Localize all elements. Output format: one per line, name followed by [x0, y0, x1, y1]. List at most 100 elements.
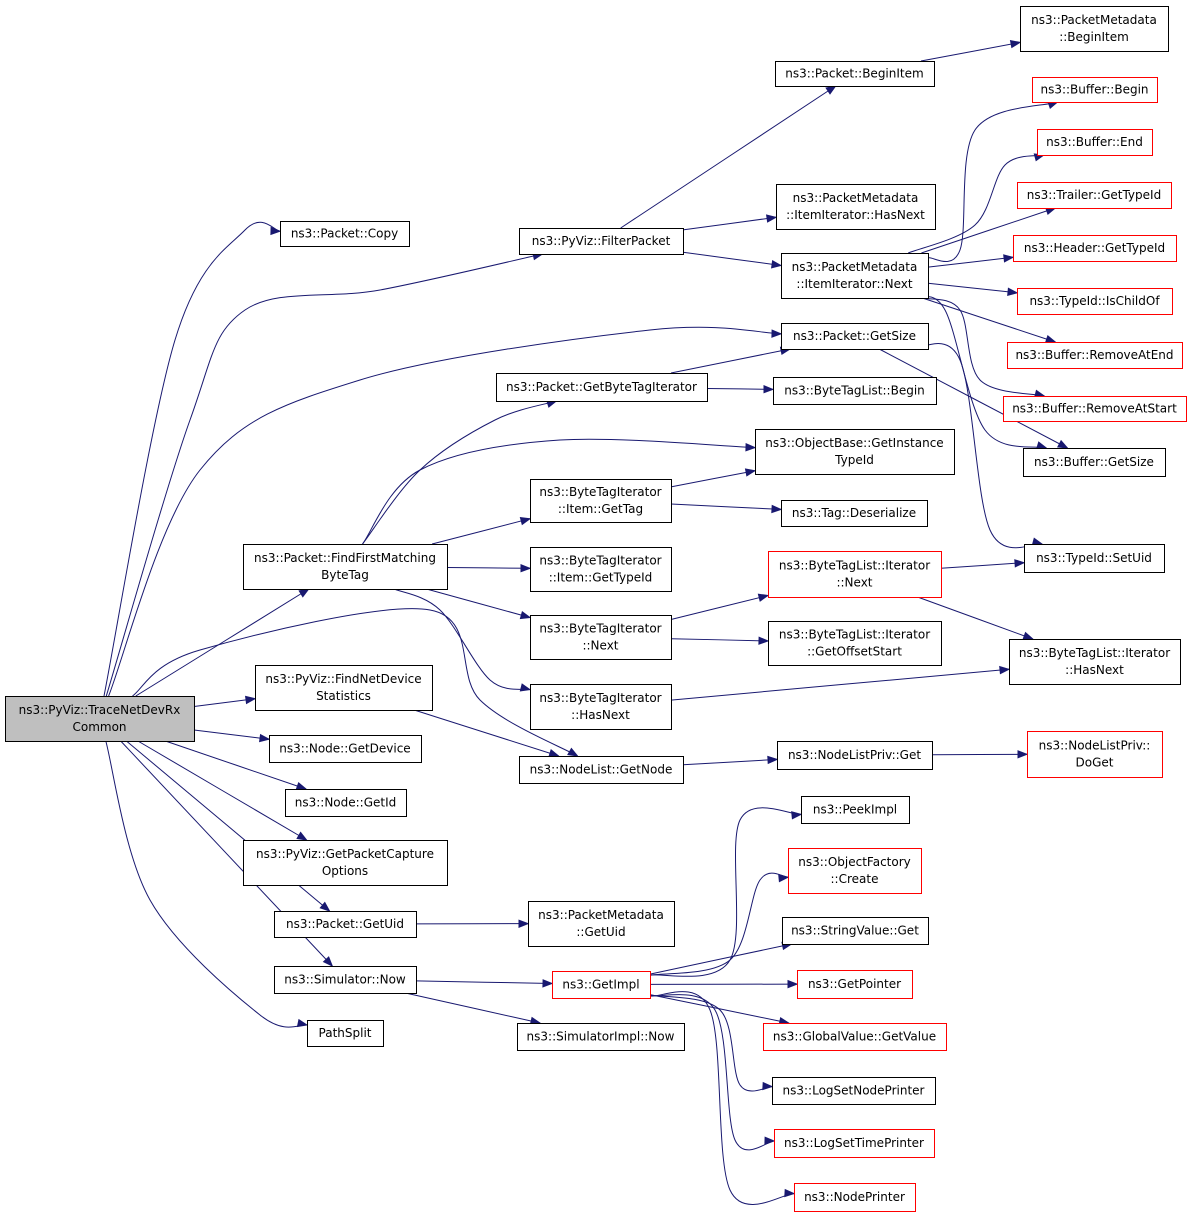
node-label-pmnext-line1: ::ItemIterator::Next	[796, 277, 912, 291]
node-getimpl[interactable]: ns3::GetImpl	[552, 971, 651, 999]
node-box-btihasnext	[530, 684, 672, 730]
node-filter[interactable]: ns3::PyViz::FilterPacket	[519, 228, 684, 255]
node-header[interactable]: ns3::Header::GetTypeId	[1013, 235, 1177, 262]
node-gvgetvalue[interactable]: ns3::GlobalValue::GetValue	[763, 1023, 947, 1051]
arrowhead-root-to-getpcap	[296, 831, 308, 841]
node-label-itemgettag-line0: ns3::ByteTagIterator	[539, 485, 661, 499]
node-box-btlitoffset	[768, 621, 942, 666]
node-objfcreate[interactable]: ns3::ObjectFactory::Create	[788, 848, 922, 894]
node-label-ischild-line0: ns3::TypeId::IsChildOf	[1029, 294, 1160, 308]
node-nlpget[interactable]: ns3::NodeListPriv::Get	[777, 741, 933, 770]
node-pmbeginitem[interactable]: ns3::PacketMetadata::BeginItem	[1020, 6, 1169, 52]
node-label-simimplnow-line0: ns3::SimulatorImpl::Now	[527, 1030, 675, 1044]
arrowhead-nlpget-to-nlpdoget	[1017, 750, 1029, 759]
node-getid[interactable]: ns3::Node::GetId	[285, 789, 407, 817]
node-label-pmbeginitem-line0: ns3::PacketMetadata	[1031, 13, 1157, 27]
node-btinext[interactable]: ns3::ByteTagIterator::Next	[530, 615, 672, 660]
node-strget[interactable]: ns3::StringValue::Get	[782, 917, 929, 945]
node-pmhasnext[interactable]: ns3::PacketMetadata::ItemIterator::HasNe…	[776, 184, 936, 230]
node-label-pmhasnext-line0: ns3::PacketMetadata	[793, 191, 919, 205]
edge-btinext-to-btlitoffset	[670, 638, 769, 642]
node-peekimpl[interactable]: ns3::PeekImpl	[801, 796, 910, 824]
node-simimplnow[interactable]: ns3::SimulatorImpl::Now	[517, 1023, 685, 1051]
arrowhead-findfirst-to-objinst	[745, 443, 757, 452]
node-box-header	[1013, 235, 1177, 262]
node-bufbegin[interactable]: ns3::Buffer::Begin	[1032, 77, 1158, 103]
node-nlpdoget[interactable]: ns3::NodeListPriv::DoGet	[1027, 731, 1163, 778]
node-getnode[interactable]: ns3::NodeList::GetNode	[519, 756, 684, 784]
node-beginitem[interactable]: ns3::Packet::BeginItem	[775, 61, 935, 87]
node-label-getpointer-line0: ns3::GetPointer	[808, 977, 901, 991]
node-box-filter	[519, 228, 684, 255]
edge-beginitem-to-pmbeginitem	[920, 41, 1021, 62]
node-getdevice[interactable]: ns3::Node::GetDevice	[269, 735, 422, 763]
node-getbytetagit[interactable]: ns3::Packet::GetByteTagIterator	[496, 373, 708, 402]
edge-findfirst-to-itemgettypeid	[446, 567, 531, 569]
node-box-getnode	[519, 756, 684, 784]
node-btlitnext[interactable]: ns3::ByteTagList::Iterator::Next	[768, 551, 942, 598]
arrowhead-btlitnext-to-btlithasnext	[1022, 631, 1035, 640]
node-itemgettag[interactable]: ns3::ByteTagIterator::Item::GetTag	[530, 479, 672, 523]
node-label-btinext-line1: ::Next	[582, 639, 618, 653]
node-label-findfirst-line0: ns3::Packet::FindFirstMatching	[254, 551, 436, 565]
arrowhead-btlitnext-to-setuid	[1014, 559, 1026, 568]
node-removeatstart[interactable]: ns3::Buffer::RemoveAtStart	[1003, 396, 1187, 422]
node-label-pktgetsize-line0: ns3::Packet::GetSize	[793, 329, 916, 343]
arrowhead-findfirst-to-btinext	[519, 610, 532, 620]
node-logtime[interactable]: ns3::LogSetTimePrinter	[774, 1129, 935, 1158]
arrowhead-beginitem-to-pmbeginitem	[1009, 39, 1022, 49]
node-label-getpcap-line1: Options	[322, 864, 368, 878]
node-label-btlbegin-line0: ns3::ByteTagList::Begin	[784, 384, 925, 398]
node-lognode[interactable]: ns3::LogSetNodePrinter	[772, 1077, 936, 1105]
node-itemgettypeid[interactable]: ns3::ByteTagIterator::Item::GetTypeId	[530, 547, 672, 592]
arrowhead-simnow-to-getimpl	[542, 979, 554, 988]
node-pktgetsize[interactable]: ns3::Packet::GetSize	[781, 323, 929, 350]
node-label-strget-line0: ns3::StringValue::Get	[791, 924, 919, 938]
node-pmgetuid[interactable]: ns3::PacketMetadata::GetUid	[528, 901, 675, 947]
arrowhead-getuid-to-pmgetuid	[518, 919, 530, 928]
node-setuid[interactable]: ns3::TypeId::SetUid	[1024, 544, 1165, 573]
node-copy[interactable]: ns3::Packet::Copy	[280, 221, 410, 247]
node-label-finddev-line0: ns3::PyViz::FindNetDevice	[265, 672, 421, 686]
node-bufgetsize[interactable]: ns3::Buffer::GetSize	[1023, 448, 1166, 477]
node-btlbegin[interactable]: ns3::ByteTagList::Begin	[773, 377, 937, 405]
arrowhead-getimpl-to-nodeprinter	[784, 1188, 796, 1198]
node-label-root-line0: ns3::PyViz::TraceNetDevRx	[19, 703, 181, 717]
node-nodeprinter[interactable]: ns3::NodePrinter	[794, 1183, 916, 1212]
arrowhead-findfirst-to-itemgettypeid	[520, 563, 532, 573]
node-pathsplit[interactable]: PathSplit	[307, 1020, 384, 1047]
node-trailer[interactable]: ns3::Trailer::GetTypeId	[1017, 182, 1172, 209]
node-box-findfirst	[243, 544, 448, 590]
node-bufend[interactable]: ns3::Buffer::End	[1037, 129, 1153, 156]
node-label-setuid-line0: ns3::TypeId::SetUid	[1036, 551, 1152, 565]
node-label-btlitoffset-line0: ns3::ByteTagList::Iterator	[779, 628, 930, 642]
node-btlithasnext[interactable]: ns3::ByteTagList::Iterator::HasNext	[1009, 639, 1181, 685]
node-ischild[interactable]: ns3::TypeId::IsChildOf	[1017, 288, 1173, 315]
node-box-pathsplit	[307, 1020, 384, 1047]
arrowhead-filter-to-pmnext	[771, 260, 783, 269]
node-box-bufbegin	[1032, 77, 1158, 103]
node-btihasnext[interactable]: ns3::ByteTagIterator::HasNext	[530, 684, 672, 730]
node-getpointer[interactable]: ns3::GetPointer	[797, 970, 913, 999]
node-simnow[interactable]: ns3::Simulator::Now	[274, 966, 417, 994]
node-box-bufend	[1037, 129, 1153, 156]
edge-finddev-to-getnode	[414, 709, 559, 757]
node-btlitoffset[interactable]: ns3::ByteTagList::Iterator::GetOffsetSta…	[768, 621, 942, 666]
node-label-filter-line0: ns3::PyViz::FilterPacket	[532, 234, 671, 248]
node-label-finddev-line1: Statistics	[316, 689, 371, 703]
edge-filter-to-pmnext	[682, 251, 782, 266]
edge-pmnext-to-bufend	[908, 154, 1045, 254]
node-tagdeser[interactable]: ns3::Tag::Deserialize	[781, 500, 928, 527]
node-label-findfirst-line1: ByteTag	[321, 568, 369, 582]
node-removeatend[interactable]: ns3::Buffer::RemoveAtEnd	[1007, 342, 1183, 369]
node-label-pmnext-line0: ns3::PacketMetadata	[792, 260, 918, 274]
edge-pmnext-to-bufgetsize	[913, 296, 1047, 449]
arrowhead-pmnext-to-removeatend	[1044, 334, 1057, 344]
node-pmnext[interactable]: ns3::PacketMetadata::ItemIterator::Next	[781, 253, 929, 299]
node-getuid[interactable]: ns3::Packet::GetUid	[274, 911, 417, 938]
